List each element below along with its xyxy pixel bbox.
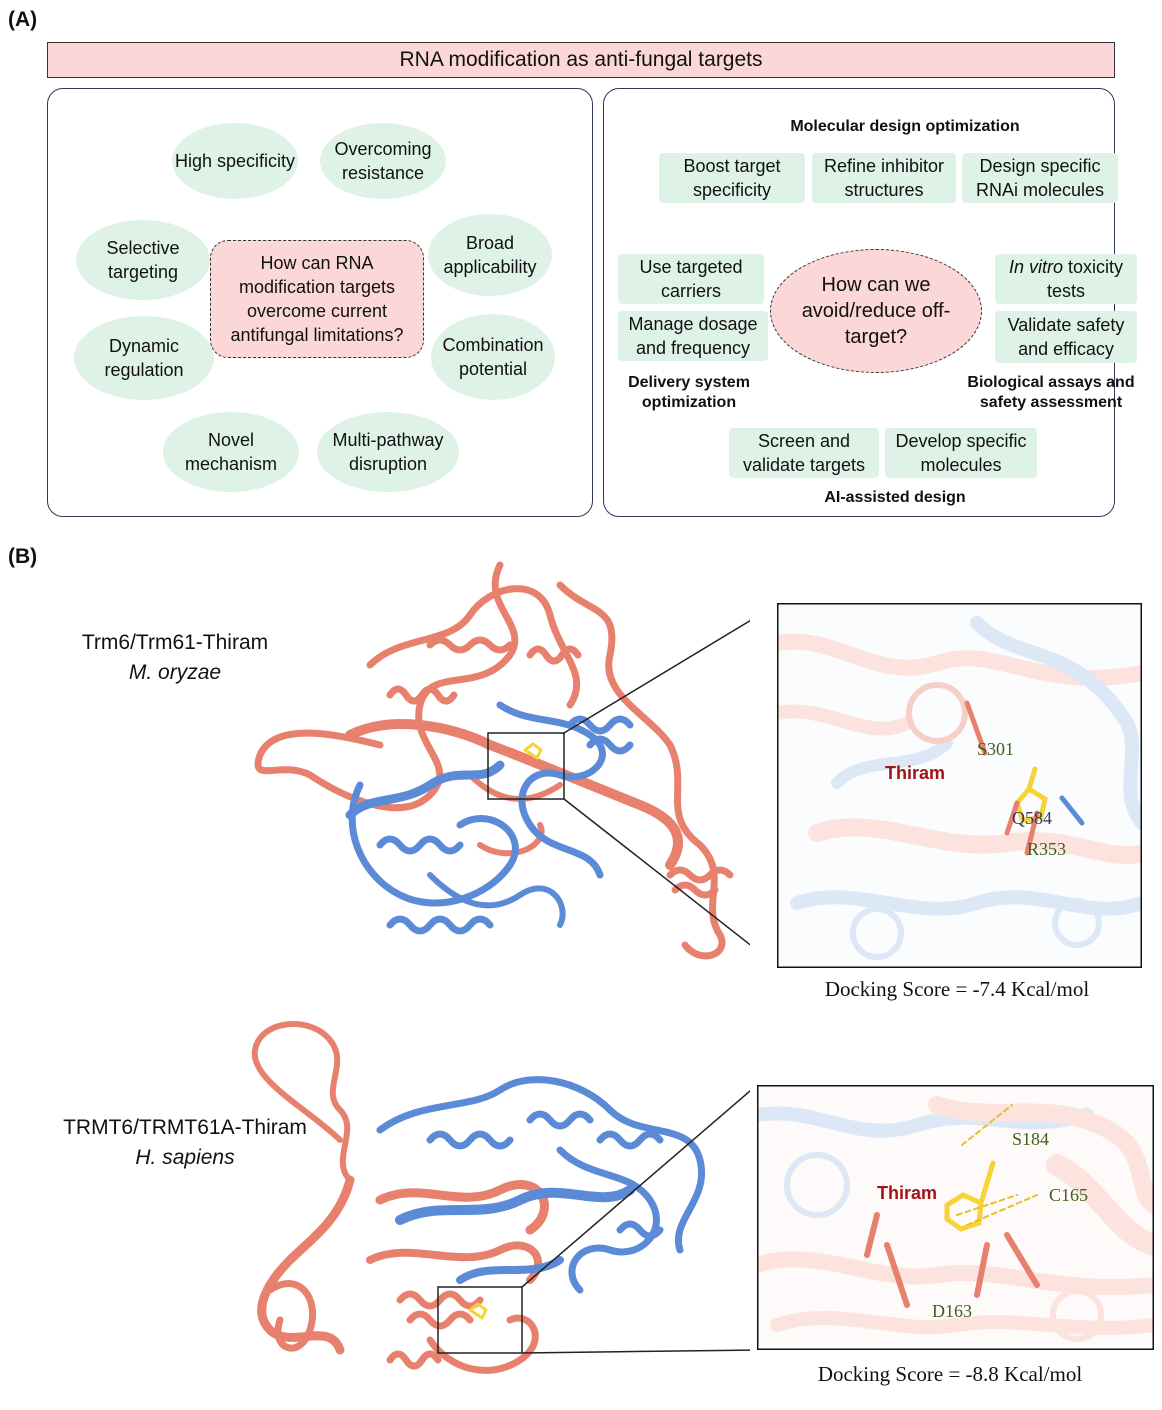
panel-a-title: RNA modification as anti-fungal targets [47, 42, 1115, 78]
binding-site-zoom-2: Thiram S184 C165 D163 [757, 1085, 1154, 1350]
panel-a-label: (A) [8, 8, 38, 31]
panel-b-label: (B) [8, 545, 38, 568]
advantage-selective-targeting: Selective targeting [76, 220, 210, 300]
ai-assisted-header: AI-assisted design [824, 489, 966, 506]
ligand-label-1: Thiram [885, 763, 945, 783]
docking-score-2: Docking Score = -8.8 Kcal/mol [817, 1362, 1083, 1386]
complex2-label: TRMT6/TRMT61A-Thiram H. sapiens [40, 1113, 330, 1173]
complex1-species: M. oryzae [128, 661, 222, 684]
strategy-validate-safety: Validate safety and efficacy [995, 311, 1137, 363]
residue-label-q584: Q584 [1012, 808, 1052, 828]
question-antifungal-limitations: How can RNA modification targets overcom… [210, 240, 424, 358]
residue-label-s301: S301 [977, 739, 1014, 759]
in-vitro-text: In vitro [1008, 257, 1063, 277]
molecular-design-header: Molecular design optimization [790, 118, 1020, 135]
advantage-combination-potential: Combination potential [431, 314, 555, 400]
residue-label-d163: D163 [932, 1301, 972, 1321]
complex2-name: TRMT6/TRMT61A-Thiram [63, 1116, 307, 1139]
advantage-dynamic-regulation: Dynamic regulation [74, 316, 214, 400]
advantage-broad-applicability: Broad applicability [428, 214, 552, 296]
binding-site-zoom-1: Thiram S301 Q584 R353 [777, 603, 1142, 968]
toxicity-tests-text: toxicity tests [1046, 257, 1124, 301]
complex1-name: Trm6/Trm61-Thiram [81, 631, 269, 654]
question-off-target: How can we avoid/reduce off-target? [770, 249, 982, 373]
residue-label-c165: C165 [1049, 1185, 1088, 1205]
protein-structure-1 [254, 561, 750, 960]
biological-assays-header: Biological assays and safety assessment [967, 374, 1135, 411]
complex2-species: H. sapiens [135, 1146, 235, 1169]
complex1-label: Trm6/Trm61-Thiram M. oryzae [40, 628, 310, 688]
protein-structure-2 [251, 1021, 750, 1374]
strategy-targeted-carriers: Use targeted carriers [618, 254, 764, 304]
advantage-overcoming-resistance: Overcoming resistance [320, 123, 446, 199]
strategy-design-rnai-molecules: Design specific RNAi molecules [962, 153, 1118, 203]
advantage-multi-pathway-disruption: Multi-pathway disruption [317, 412, 459, 492]
docking-score-1: Docking Score = -7.4 Kcal/mol [824, 977, 1090, 1001]
binding-site-box-1 [487, 732, 565, 800]
delivery-system-header: Delivery system optimization [628, 374, 750, 411]
strategy-refine-inhibitor-structures: Refine inhibitor structures [812, 153, 956, 203]
strategy-manage-dosage: Manage dosage and frequency [618, 311, 768, 361]
advantage-novel-mechanism: Novel mechanism [163, 412, 299, 492]
binding-site-box-2 [437, 1286, 523, 1354]
strategy-develop-specific-molecules: Develop specific molecules [885, 428, 1037, 478]
strategy-screen-validate-targets: Screen and validate targets [729, 428, 879, 478]
ligand-label-2: Thiram [877, 1183, 937, 1203]
strategy-boost-target-specificity: Boost target specificity [659, 153, 805, 203]
advantages-box [47, 88, 593, 517]
advantage-high-specificity: High specificity [172, 123, 298, 199]
strategy-in-vitro-toxicity: In vitro toxicity tests [995, 254, 1137, 304]
residue-label-r353: R353 [1027, 839, 1066, 859]
residue-label-s184: S184 [1012, 1129, 1049, 1149]
